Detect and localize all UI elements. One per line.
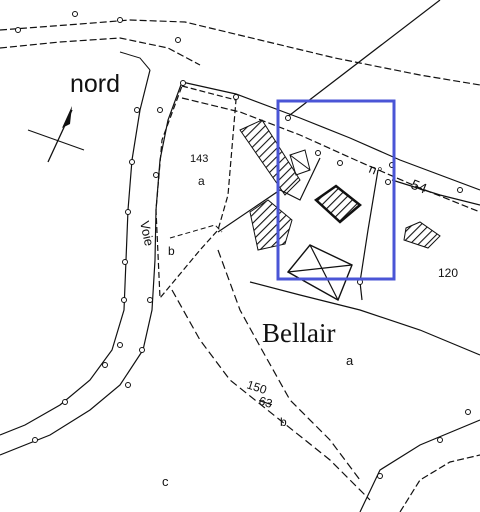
lot-c-label: c [162, 474, 169, 489]
route-54-outer-edge [391, 179, 480, 206]
upper-road-line-2 [0, 19, 480, 86]
parcel-150-sub-b: b [280, 415, 287, 429]
parcel-143-sub-a: a [198, 174, 205, 188]
small-structure-cross [289, 154, 311, 171]
parcel-150-old-number: 63 [257, 394, 274, 412]
parcel-143-inner [169, 224, 223, 239]
route-prefix: n° [367, 161, 384, 180]
building-1 [239, 119, 301, 196]
parcel-150-number: 150 [245, 378, 269, 398]
highlight-box [276, 99, 396, 281]
parcel-150-boundary-mid [217, 249, 361, 481]
route-54-top-edge [181, 81, 480, 191]
crossed-building-diag-2 [309, 244, 339, 301]
north-label: nord [70, 70, 120, 98]
boundary-markers [15, 11, 471, 479]
crossed-building [286, 244, 353, 302]
road-name-voie: Voie [137, 220, 157, 248]
parcel-143-number: 143 [190, 153, 208, 165]
parcel-east-boundary [359, 169, 379, 301]
building-3 [314, 184, 362, 224]
parcel-120-number: 120 [438, 266, 458, 280]
crossed-building-diag-1 [287, 264, 353, 273]
voie-right-edge [0, 81, 183, 456]
parcel-143-sub-b: b [168, 244, 175, 258]
north-arrow [27, 106, 85, 163]
voie-left-top [119, 51, 151, 71]
lower-right-road [359, 419, 480, 512]
lot-a-label: a [346, 353, 354, 368]
parcel-centre-boundary [217, 157, 321, 233]
lower-road-line [249, 281, 480, 356]
place-name: Bellair [262, 318, 335, 348]
upper-road-line [0, 37, 201, 66]
diagonal-road-line [285, 0, 441, 119]
route-number: 54 [409, 176, 430, 197]
building-2 [249, 199, 293, 251]
voie-left-edge [0, 69, 151, 436]
lower-right-road-2 [399, 454, 480, 512]
building-120 [403, 221, 441, 249]
parcel-150-boundary-west [171, 289, 371, 501]
